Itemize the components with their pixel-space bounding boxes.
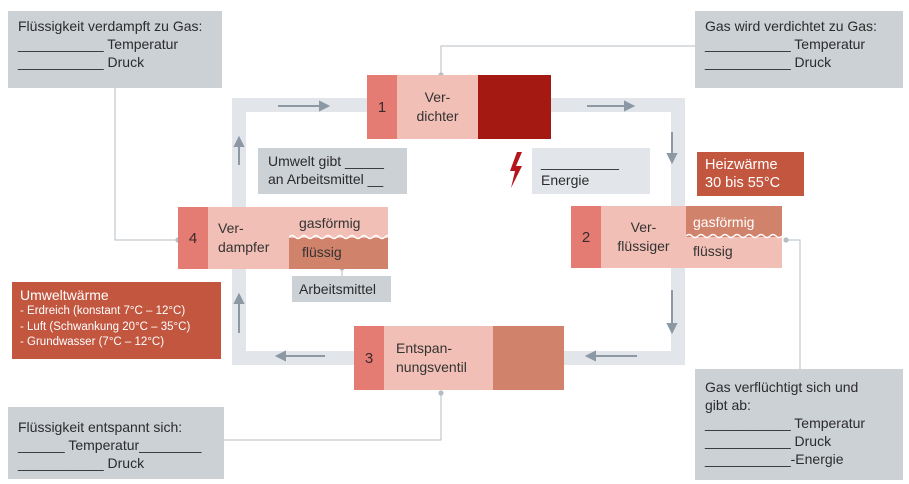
connector-bottom-right xyxy=(786,239,801,369)
state-liquid: flüssig xyxy=(289,238,388,269)
note-line: gibt ab: xyxy=(705,397,751,413)
hot-gas-indicator xyxy=(478,75,551,139)
flow-arrow-head xyxy=(666,323,678,335)
wave-divider xyxy=(686,233,782,239)
flow-arrow-head xyxy=(666,153,678,165)
note-line: ______ Temperatur________ xyxy=(18,437,202,453)
flow-arrow-head xyxy=(233,135,245,147)
state-gaseous: gasförmig xyxy=(686,206,782,237)
note-line: an Arbeitsmittel __ xyxy=(268,171,384,187)
condenser-component: 2 Ver- flüssiger gasförmig flüssig xyxy=(571,206,782,268)
heat-source-item: - Erdreich (konstant 7°C – 12°C) xyxy=(20,305,186,317)
note-line: Heizwärme xyxy=(705,157,778,173)
note-line: Flüssigkeit entspannt sich: xyxy=(18,419,183,435)
component-number: 2 xyxy=(571,206,601,268)
note-line: ___________ Temperatur xyxy=(18,36,179,52)
component-number: 1 xyxy=(367,75,397,139)
note-line: __________ xyxy=(541,154,619,170)
note-line: 30 bis 55°C xyxy=(705,175,781,191)
note-line: Energie xyxy=(541,172,590,188)
component-label: Ver- dampfer xyxy=(208,207,299,269)
note-line: ___________ Temperatur xyxy=(705,36,866,52)
component-number: 4 xyxy=(178,207,208,269)
evaporator-component: 4 Ver- dampfer gasförmig flüssig xyxy=(178,207,388,269)
component-number: 3 xyxy=(354,326,384,390)
flow-arrow-head xyxy=(233,292,245,304)
note-line: Gas verflüchtigt sich und xyxy=(705,379,859,395)
flow-arrow-head xyxy=(584,350,596,362)
state-gaseous: gasförmig xyxy=(289,207,388,238)
heat-source-item: - Grundwasser (7°C – 12°C) xyxy=(20,336,165,348)
environmental-heat-box: Umweltwärme - Erdreich (konstant 7°C – 1… xyxy=(12,282,221,359)
note-line: Flüssigkeit verdampft zu Gas: xyxy=(18,18,203,34)
state-liquid: flüssig xyxy=(686,237,782,268)
connector-top-left xyxy=(114,88,178,241)
compression-note-box: Gas wird verdichtet zu Gas: ___________ … xyxy=(695,11,903,88)
lightning-icon xyxy=(510,152,522,188)
note-line: ___________-Energie xyxy=(705,451,844,467)
connector-dot xyxy=(438,390,444,396)
component-label: Ver- dichter xyxy=(397,75,478,139)
expansion-note-box: Flüssigkeit entspannt sich: ______ Tempe… xyxy=(8,407,224,479)
note-line: Gas wird verdichtet zu Gas: xyxy=(705,18,877,34)
flow-arrow-head xyxy=(319,100,331,112)
evaporation-note-box: Flüssigkeit verdampft zu Gas: __________… xyxy=(8,11,222,88)
heating-output-box: Heizwärme 30 bis 55°C xyxy=(697,152,804,196)
condensation-note-box: Gas verflüchtigt sich und gibt ab: _____… xyxy=(695,369,903,480)
connector-bottom-left xyxy=(224,393,442,441)
heat-source-item: - Luft (Schwankung 20°C – 35°C) xyxy=(20,320,191,333)
note-line: ___________ Druck xyxy=(18,54,145,70)
box-title: Umweltwärme xyxy=(20,287,109,303)
note-line: ___________ Druck xyxy=(18,455,145,471)
note-line: ___________ Druck xyxy=(705,54,832,70)
environment-input-box: Umwelt gibt _____ an Arbeitsmittel __ xyxy=(258,148,407,194)
energy-input-box: __________ Energie xyxy=(532,148,650,194)
note-line: Umwelt gibt _____ xyxy=(268,153,384,169)
working-fluid-label: Arbeitsmittel xyxy=(292,276,391,302)
connector-dot xyxy=(783,237,789,243)
component-label: Entspan- nungsventil xyxy=(384,326,505,390)
compressor-component: 1 Ver- dichter xyxy=(367,75,551,139)
flow-arrow-head xyxy=(624,100,636,112)
wave-divider xyxy=(289,234,388,240)
expansion-valve-component: 3 Entspan- nungsventil xyxy=(354,326,564,390)
flow-arrow-head xyxy=(274,350,286,362)
component-label: Ver- flüssiger xyxy=(601,206,686,268)
note-line: ___________ Druck xyxy=(705,433,832,449)
connector-top-right xyxy=(440,45,695,75)
warm-liquid-indicator xyxy=(493,326,564,390)
note-line: ___________ Temperatur xyxy=(705,415,866,431)
